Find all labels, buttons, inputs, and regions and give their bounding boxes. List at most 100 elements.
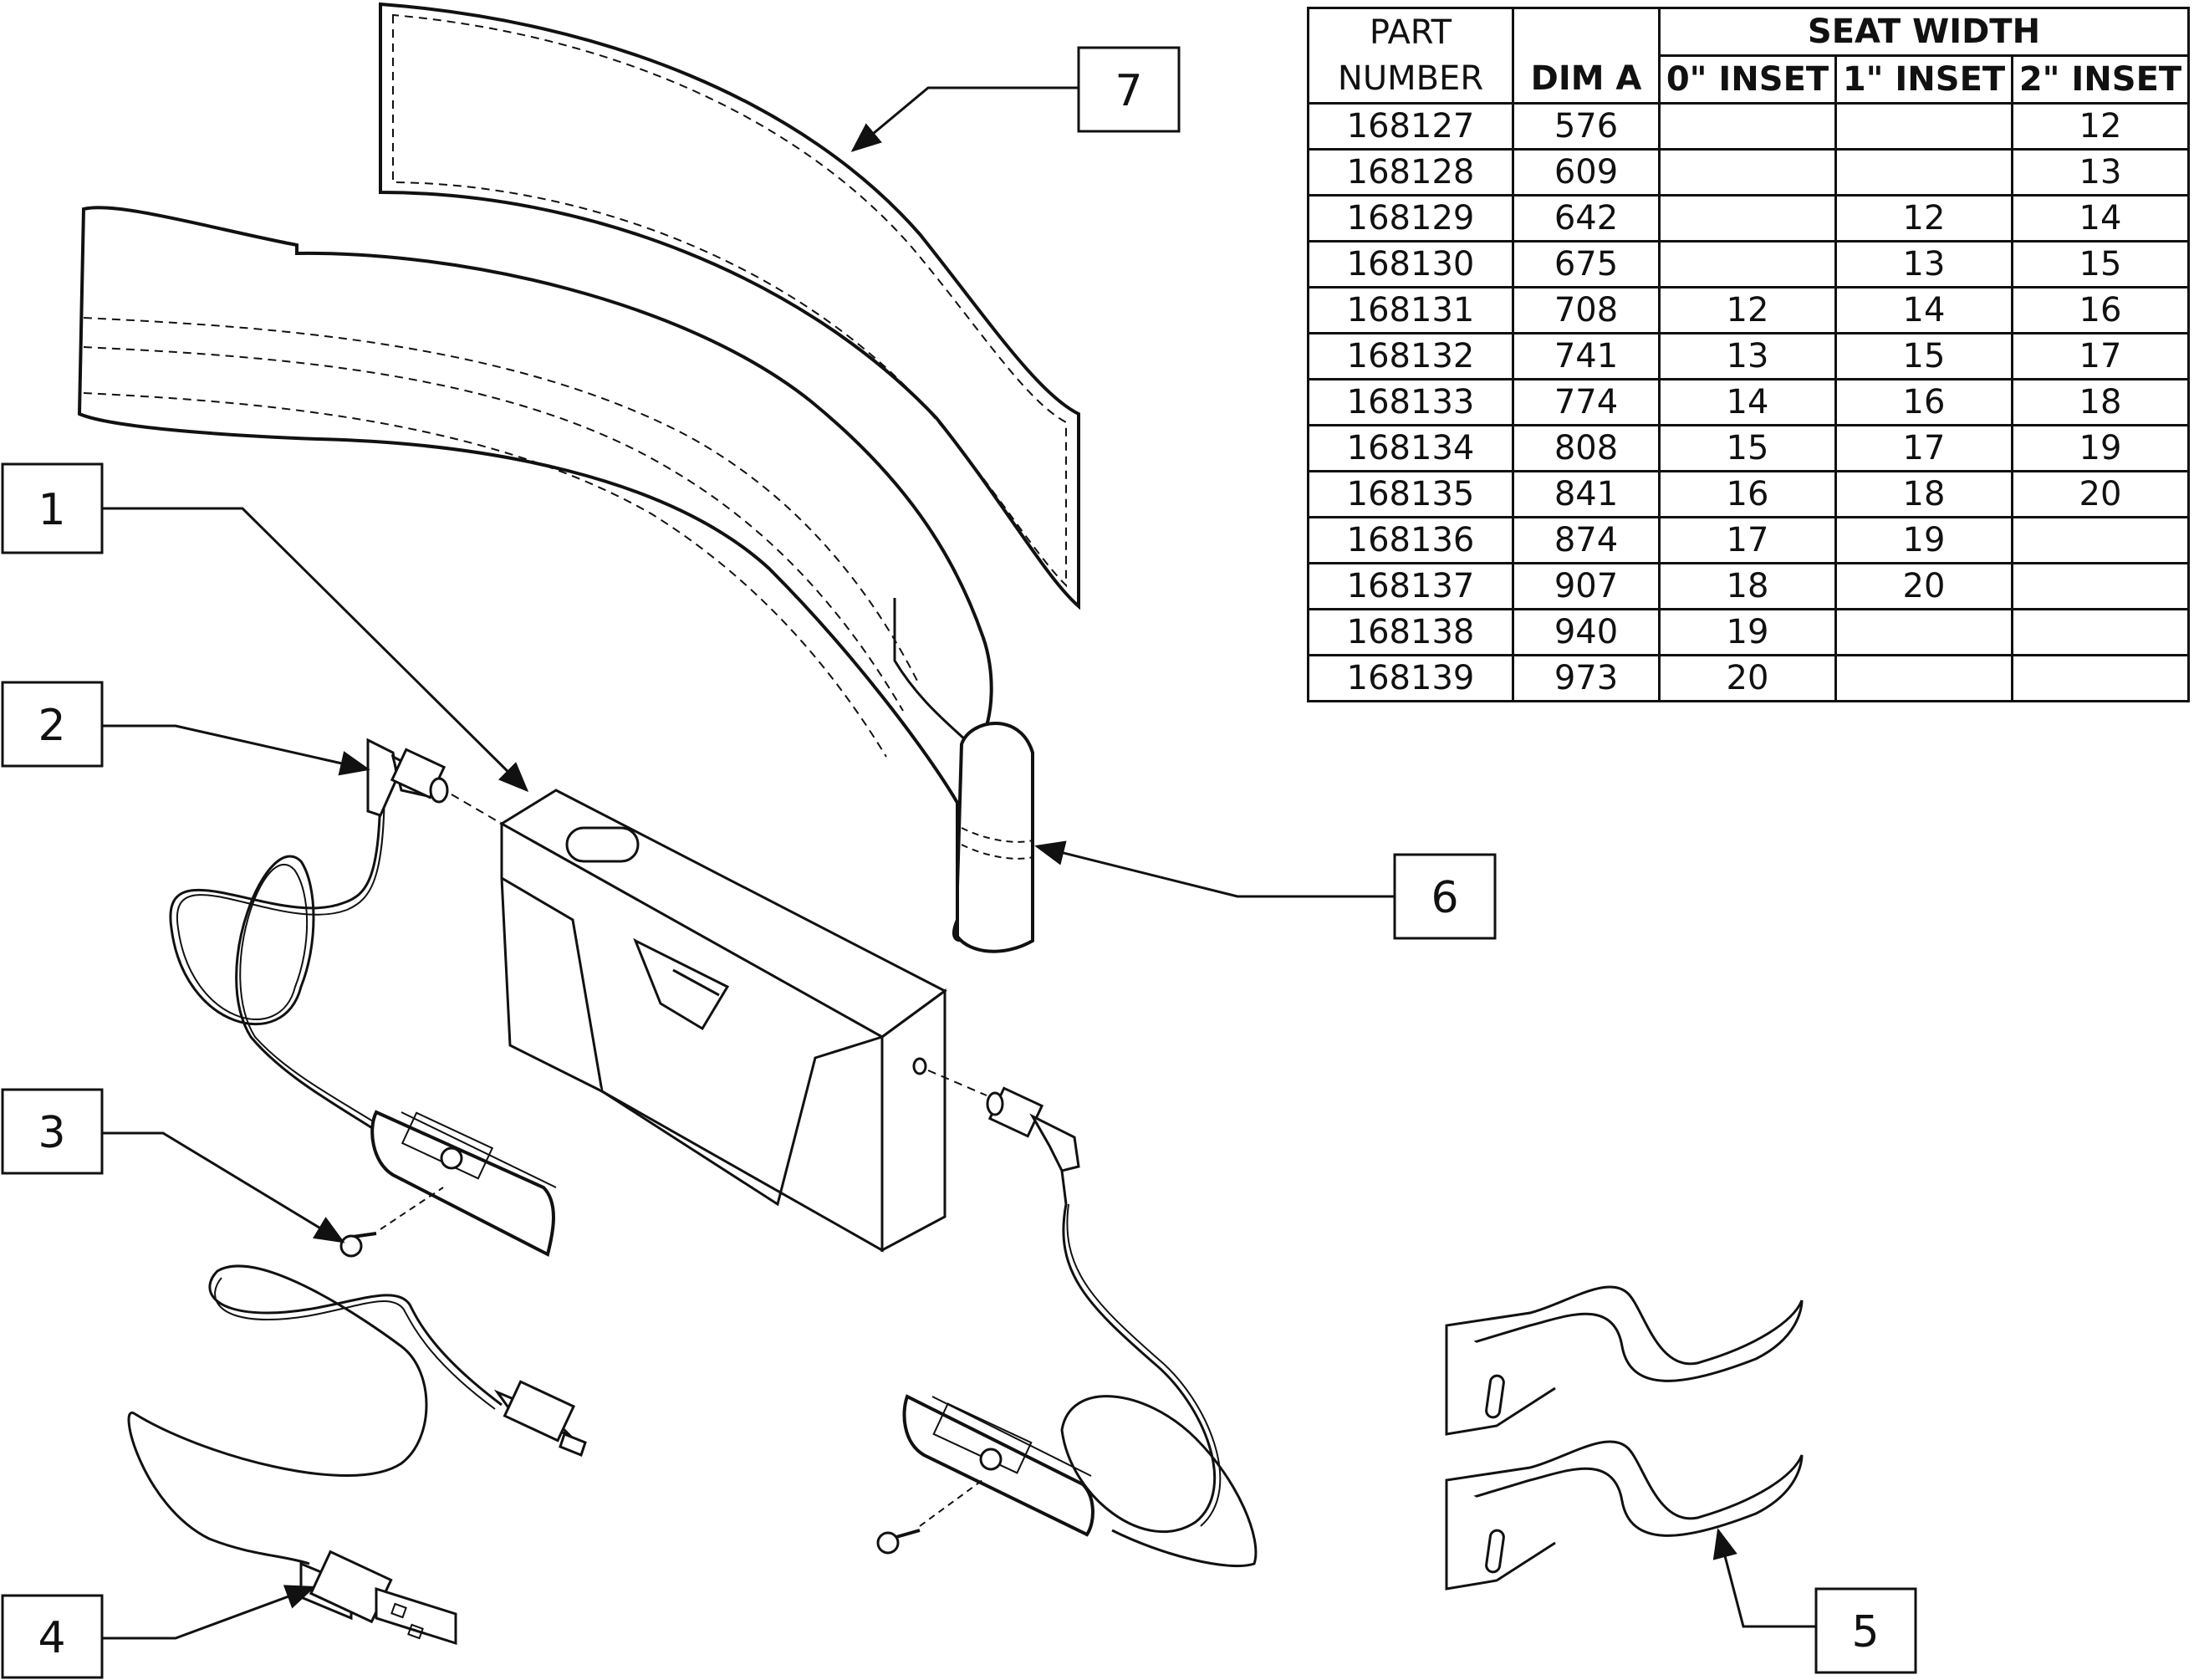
- seat-width-header: SEAT WIDTH: [1658, 7, 2190, 57]
- inset-1-cell: 12: [1834, 194, 2013, 243]
- inset-0-cell: [1658, 240, 1837, 289]
- part-number-cell: 168129: [1307, 194, 1514, 243]
- leader-6: [1034, 840, 1395, 898]
- strap-lower: [77, 206, 1034, 953]
- inset-0-cell: 18: [1658, 562, 1837, 610]
- inset-2-cell: 17: [2011, 332, 2190, 380]
- leader-7: [850, 86, 1079, 152]
- inset-1-cell: 17: [1834, 424, 2013, 472]
- inset-2-cell: 13: [2011, 148, 2190, 197]
- inset-1-cell: [1834, 608, 2013, 656]
- part-number-cell: 168137: [1307, 562, 1514, 610]
- part-number-cell: 168131: [1307, 286, 1514, 334]
- inset-1-cell: 19: [1834, 516, 2013, 564]
- inset-2-cell: [2011, 516, 2190, 564]
- inset-1-cell: 14: [1834, 286, 2013, 334]
- inset-1-cell: [1834, 148, 2013, 197]
- svg-text:4: 4: [38, 1613, 65, 1663]
- inset-1-header: 1" INSET: [1834, 54, 2013, 105]
- dim-a-cell: 642: [1512, 194, 1661, 243]
- dim-a-cell: 907: [1512, 562, 1661, 610]
- dim-a-header: DIM A: [1512, 55, 1661, 105]
- inset-0-cell: [1658, 194, 1837, 243]
- usb-cable: [127, 1264, 587, 1646]
- inset-2-cell: 14: [2011, 194, 2190, 243]
- strap-upper: [379, 2, 1080, 610]
- callout-7: 7: [1077, 46, 1181, 133]
- part-number-cell: 168135: [1307, 470, 1514, 518]
- inset-1-cell: 20: [1834, 562, 2013, 610]
- inset-2-cell: 15: [2011, 240, 2190, 289]
- svg-text:5: 5: [1851, 1607, 1879, 1657]
- dim-a-cell: 874: [1512, 516, 1661, 564]
- inset-0-cell: 20: [1658, 654, 1837, 702]
- inset-0-cell: 13: [1658, 332, 1837, 380]
- inset-1-cell: 15: [1834, 332, 2013, 380]
- dim-a-cell: 973: [1512, 654, 1661, 702]
- dim-a-cell: 609: [1512, 148, 1661, 197]
- inset-2-cell: 19: [2011, 424, 2190, 472]
- dim-a-cell: 576: [1512, 102, 1661, 151]
- part-number-header-bottom: NUMBER: [1307, 55, 1514, 105]
- leader-lines: [102, 86, 1816, 1640]
- dim-a-cell: 774: [1512, 378, 1661, 426]
- dim-a-cell: 940: [1512, 608, 1661, 656]
- table-header-row-2: NUMBER DIM A 0" INSET 1" INSET 2" INSET: [1307, 54, 2190, 105]
- inset-2-header: 2" INSET: [2011, 54, 2190, 105]
- inset-1-cell: [1834, 102, 2013, 151]
- part-number-cell: 168133: [1307, 378, 1514, 426]
- part-number-cell: 168132: [1307, 332, 1514, 380]
- leader-1: [102, 507, 529, 793]
- inset-2-cell: [2011, 562, 2190, 610]
- inset-2-cell: 16: [2011, 286, 2190, 334]
- leader-4: [102, 1585, 316, 1640]
- part-number-cell: 168127: [1307, 102, 1514, 151]
- part-number-cell: 168134: [1307, 424, 1514, 472]
- callout-1: 1: [1, 462, 104, 554]
- inset-0-cell: 12: [1658, 286, 1837, 334]
- dim-a-cell: 675: [1512, 240, 1661, 289]
- inset-2-cell: 12: [2011, 102, 2190, 151]
- inset-0-cell: 16: [1658, 470, 1837, 518]
- dim-a-cell: 741: [1512, 332, 1661, 380]
- inset-0-cell: [1658, 102, 1837, 151]
- part-number-cell: 168136: [1307, 516, 1514, 564]
- inset-0-cell: 15: [1658, 424, 1837, 472]
- charge-cable-right: [876, 1070, 1258, 1568]
- svg-text:6: 6: [1431, 873, 1458, 923]
- mounting-clips: [1445, 1285, 1804, 1591]
- inset-0-header: 0" INSET: [1658, 54, 1837, 105]
- dim-a-cell: 808: [1512, 424, 1661, 472]
- inset-0-cell: 17: [1658, 516, 1837, 564]
- callout-6: 6: [1393, 853, 1497, 940]
- inset-2-cell: 18: [2011, 378, 2190, 426]
- part-number-cell: 168130: [1307, 240, 1514, 289]
- svg-text:3: 3: [38, 1108, 65, 1158]
- dim-a-cell: 708: [1512, 286, 1661, 334]
- svg-text:1: 1: [38, 485, 65, 535]
- inset-2-cell: 20: [2011, 470, 2190, 518]
- dim-a-cell: 841: [1512, 470, 1661, 518]
- callout-4: 4: [1, 1594, 104, 1679]
- leader-2: [102, 724, 370, 776]
- table-header-row-1: PART SEAT WIDTH: [1307, 7, 2190, 57]
- inset-1-cell: [1834, 654, 2013, 702]
- charge-cable-left: [169, 738, 557, 1258]
- inset-1-cell: 13: [1834, 240, 2013, 289]
- callout-2: 2: [1, 681, 104, 768]
- inset-2-cell: [2011, 608, 2190, 656]
- inset-0-cell: 19: [1658, 608, 1837, 656]
- dim-header-blank: [1512, 7, 1661, 56]
- callout-5: 5: [1814, 1587, 1917, 1674]
- inset-1-cell: 16: [1834, 378, 2013, 426]
